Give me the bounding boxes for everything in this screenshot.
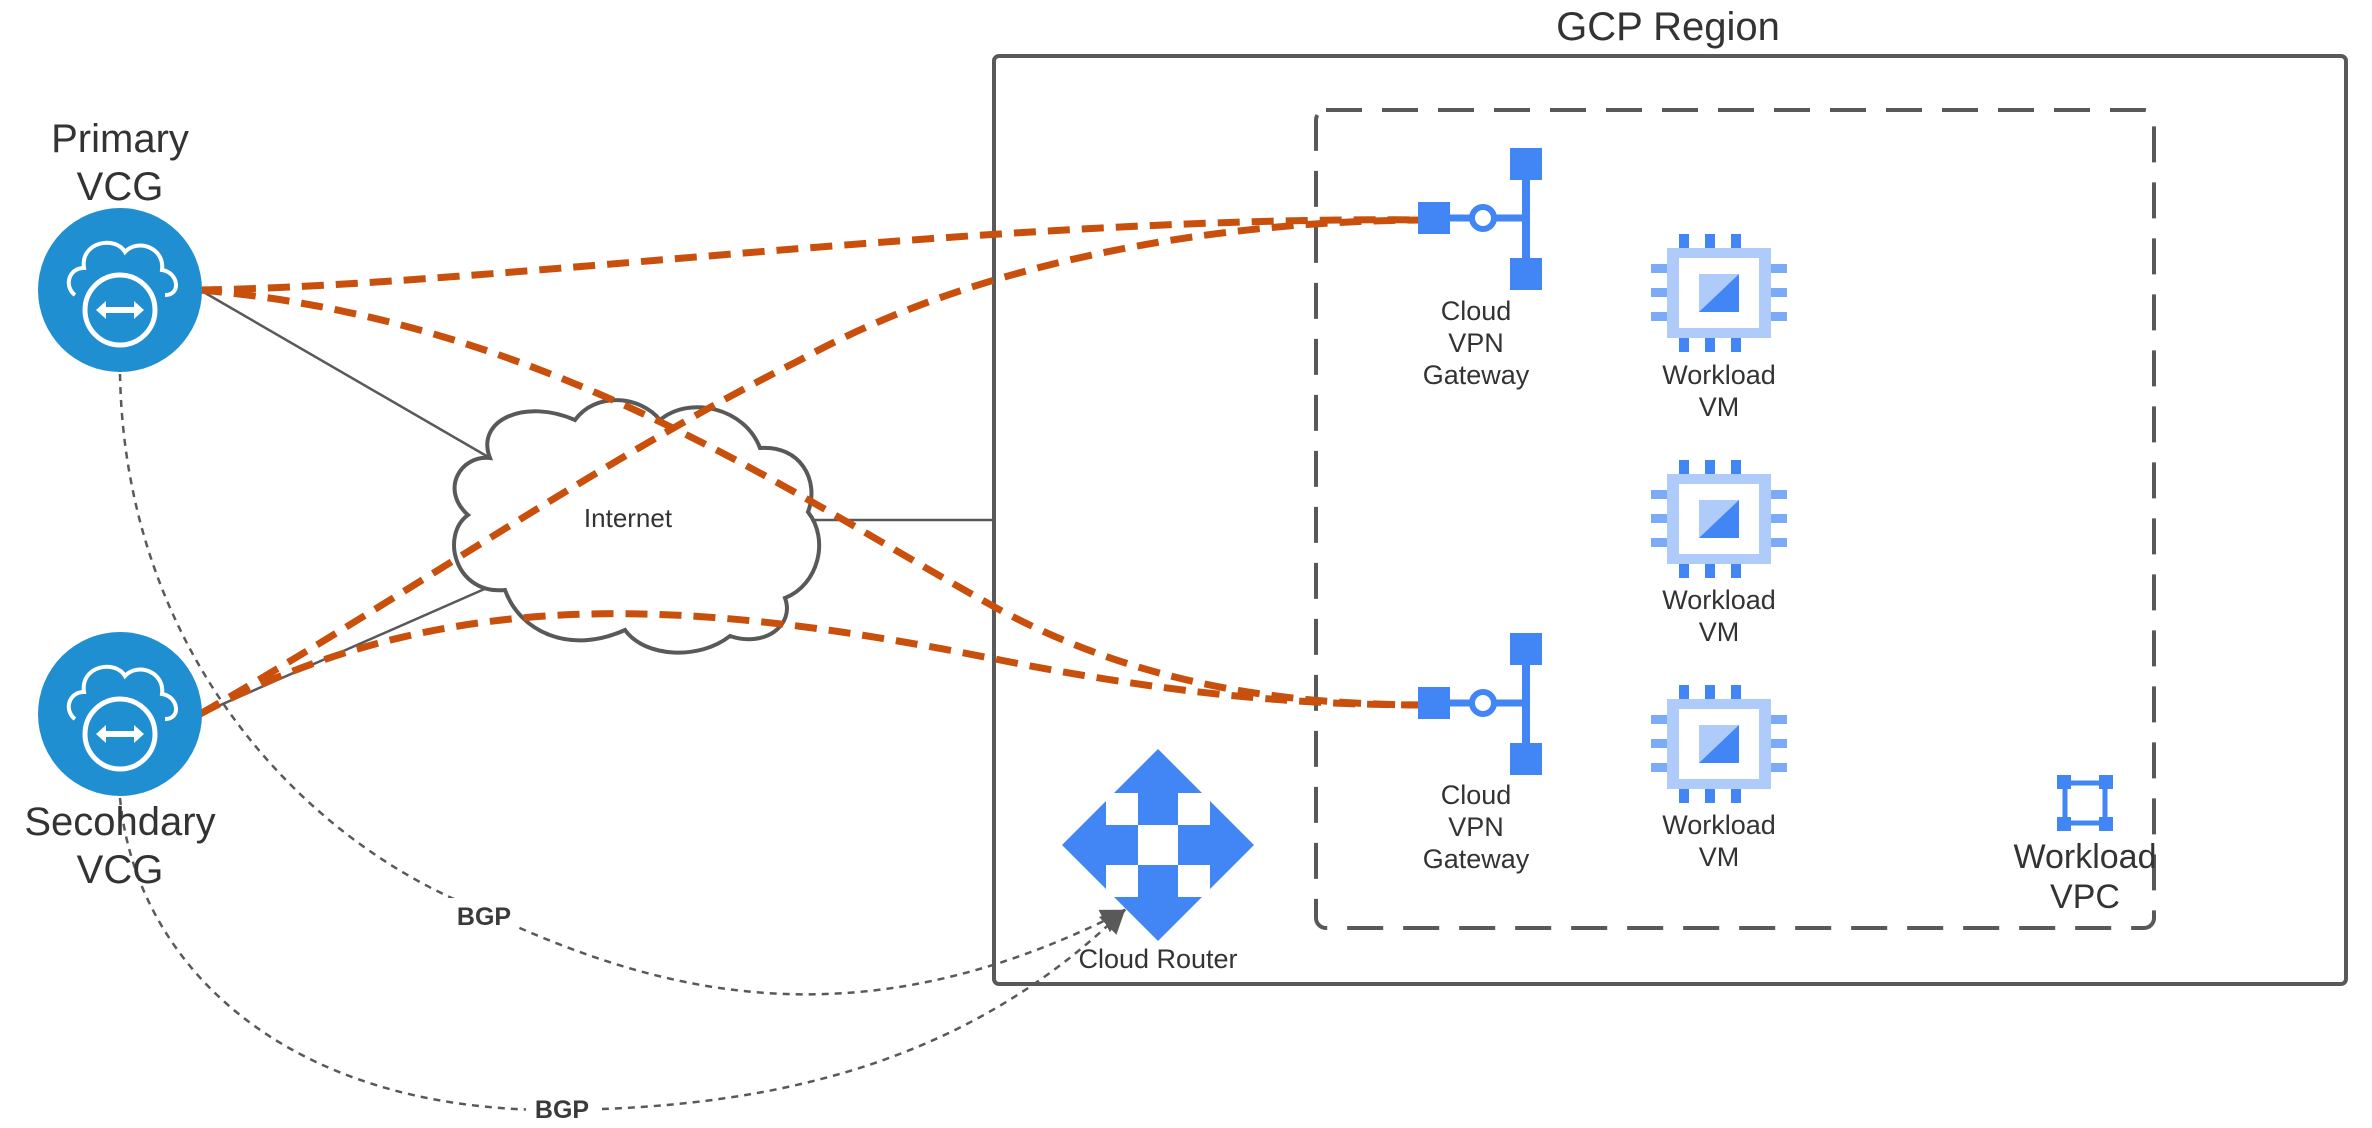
workload-vm-3-label-line1: Workload (1662, 810, 1776, 840)
bgp-sessions (118, 373, 1127, 1112)
tunnel-primary-gw1 (199, 216, 1431, 294)
tunnel-primary-gw2 (199, 286, 1431, 709)
internet-label: Internet (584, 503, 673, 533)
tunnel-secondary-gw1 (198, 216, 1431, 718)
workload-vm-2-label-line1: Workload (1662, 585, 1776, 615)
secondary-vcg-label-line1: Secohdary (24, 800, 215, 844)
vpn-gateway-1-label-line2: VPN (1448, 328, 1504, 358)
bgp-session-secondary (118, 797, 1126, 1112)
internet-cloud-icon (452, 398, 822, 655)
workload-vm-2-label-line2: VM (1699, 617, 1740, 647)
secondary-vcg-label-line2: VCG (77, 848, 164, 892)
vpn-gateway-2-label-line1: Cloud (1441, 780, 1512, 810)
workload-vm-icon (1651, 234, 1787, 352)
vpn-gateway-icon (1418, 148, 1542, 290)
vpn-gateway-2-label-line3: Gateway (1423, 844, 1530, 874)
primary-vcg-icon (38, 208, 202, 372)
primary-vcg-label-line2: VCG (77, 165, 164, 209)
bgp-label-bg-1 (448, 898, 518, 932)
workload-vpc-icon (2057, 775, 2113, 831)
bgp-label-bg-2 (526, 1092, 602, 1126)
cloud-router-icon (1062, 749, 1254, 941)
vpn-tunnels (198, 216, 1431, 718)
primary-internet-link (199, 288, 491, 460)
workload-vpc-label-line2: VPC (2050, 878, 2120, 916)
primary-vcg-label-line1: Primary (51, 117, 189, 161)
vpn-gateway-2-label-line2: VPN (1448, 812, 1504, 842)
workload-vm-3-label-line2: VM (1699, 842, 1740, 872)
workload-vpc-box (1314, 108, 2156, 930)
region-title: GCP Region (1556, 5, 1780, 49)
workload-vm-1-label-line1: Workload (1662, 360, 1776, 390)
bgp-label-primary: BGP (457, 903, 511, 931)
cloud-router-label: Cloud Router (1078, 944, 1237, 974)
vpn-gateway-1-label-line3: Gateway (1423, 360, 1530, 390)
workload-vm-icon (1651, 685, 1787, 803)
vpn-gateway-icon (1418, 633, 1542, 775)
workload-vm-icon (1651, 460, 1787, 578)
bgp-label-secondary: BGP (535, 1096, 589, 1124)
workload-vm-1-label-line2: VM (1699, 392, 1740, 422)
tunnel-secondary-gw2 (198, 610, 1431, 718)
workload-vpc-label-line1: Workload (2014, 838, 2157, 876)
secondary-vcg-icon (38, 632, 202, 796)
vpn-gateway-1-label-line1: Cloud (1441, 296, 1512, 326)
